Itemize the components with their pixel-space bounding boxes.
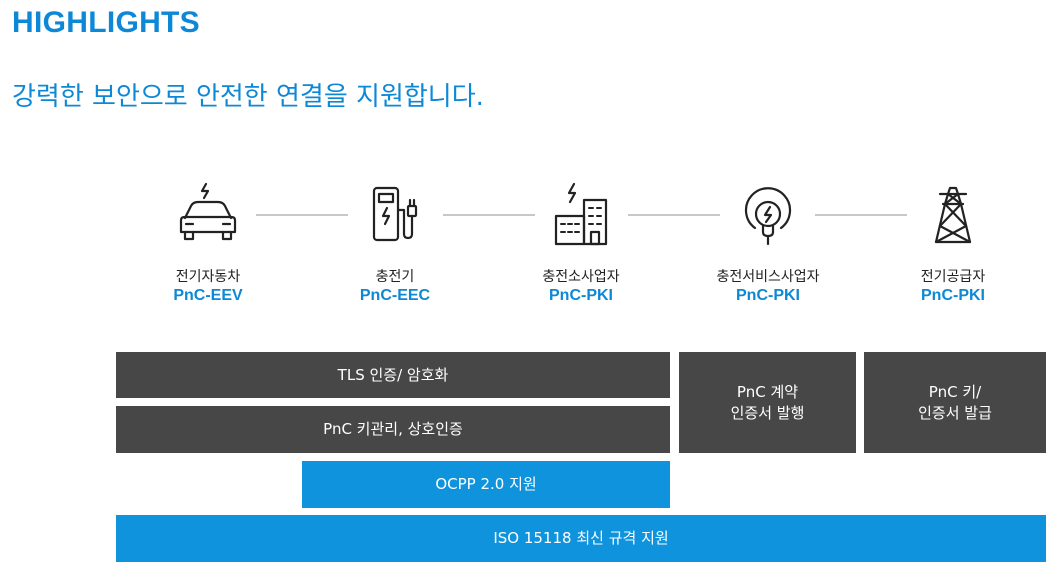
node-code-ev: PnC-EEV: [173, 287, 243, 304]
tls-block: TLS 인증/ 암호화: [116, 352, 670, 398]
iso15118-block: ISO 15118 최신 규격 지원: [116, 515, 1046, 562]
connector-line: [443, 214, 535, 216]
flow-diagram: 전기자동차 PnC-EEV 충전기 PnC-EEC: [0, 180, 1061, 320]
iso15118-block-label: ISO 15118 최신 규격 지원: [493, 529, 669, 548]
ocpp-block: OCPP 2.0 지원: [302, 461, 670, 508]
contract-certificate-line2: 인증서 발행: [730, 403, 805, 422]
charging-service-plug-icon: [733, 180, 803, 250]
key-certificate-line1: PnC 키/: [928, 383, 982, 402]
ocpp-block-label: OCPP 2.0 지원: [435, 475, 537, 494]
key-management-block-label: PnC 키관리, 상호인증: [323, 420, 463, 439]
connector-line: [628, 214, 720, 216]
node-label-ev: 전기자동차: [175, 269, 241, 285]
page-subtitle: 강력한 보안으로 안전한 연결을 지원합니다.: [12, 82, 484, 112]
node-code-station-operator: PnC-PKI: [549, 287, 613, 304]
electric-car-icon: [173, 180, 243, 250]
node-code-service-provider: PnC-PKI: [736, 287, 800, 304]
node-code-charger: PnC-EEC: [359, 287, 431, 304]
contract-certificate-line1: PnC 계약: [736, 383, 799, 402]
connector-line: [256, 214, 348, 216]
node-label-station-operator: 충전소사업자: [542, 269, 620, 285]
node-label-power-supplier: 전기공급자: [920, 269, 986, 285]
node-code-power-supplier: PnC-PKI: [921, 287, 985, 304]
charging-station-building-icon: [546, 180, 616, 250]
page-title: HIGHLIGHTS: [12, 6, 200, 39]
connector-line: [815, 214, 907, 216]
tls-block-label: TLS 인증/ 암호화: [337, 365, 449, 384]
charger-icon: [360, 180, 430, 250]
node-label-service-provider: 충전서비스사업자: [716, 269, 820, 285]
contract-certificate-block: PnC 계약 인증서 발행: [679, 352, 856, 453]
key-certificate-issue-block: PnC 키/ 인증서 발급: [864, 352, 1046, 453]
node-label-charger: 충전기: [375, 269, 415, 285]
key-management-block: PnC 키관리, 상호인증: [116, 406, 670, 453]
power-tower-icon: [918, 180, 988, 250]
key-certificate-line2: 인증서 발급: [918, 403, 992, 422]
